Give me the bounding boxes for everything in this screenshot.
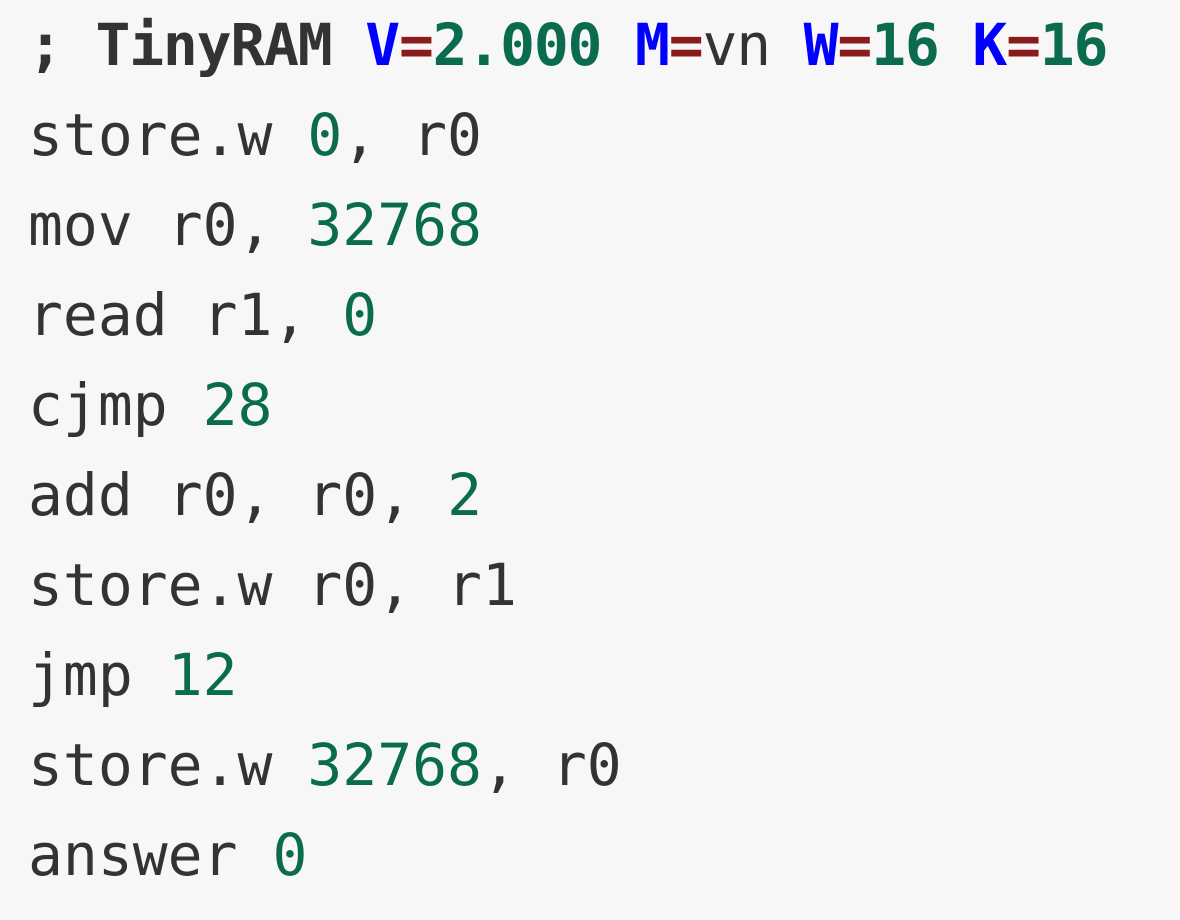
code-line: store.w 32768, r0 [28, 720, 622, 810]
token-mnemonic: add [28, 461, 168, 529]
token-text: vn [702, 11, 771, 79]
token-key: K [972, 11, 1007, 79]
token-comment: ; TinyRAM [28, 11, 366, 79]
token-register: r1 [202, 281, 273, 349]
token-mnemonic: store.w [28, 101, 308, 169]
token-equals: = [398, 11, 434, 79]
token-punct: , [481, 731, 552, 799]
token-key: W [803, 11, 839, 79]
token-register: r0 [307, 461, 378, 529]
token-mnemonic: answer [28, 821, 273, 889]
token-number: 2.000 [432, 11, 603, 79]
code-line: store.w r0, r1 [28, 540, 517, 630]
token-number: 32768 [307, 731, 482, 799]
token-register: r0 [307, 551, 378, 619]
token-punct: , [377, 551, 448, 619]
code-line: answer 0 [28, 810, 307, 900]
token-equals: = [1006, 11, 1041, 79]
token-number: 28 [202, 371, 273, 439]
code-line: cjmp 28 [28, 360, 272, 450]
token-mnemonic: cjmp [28, 371, 203, 439]
token-register: r0 [167, 191, 238, 259]
token-number: 0 [307, 101, 343, 169]
token-mnemonic: jmp [28, 641, 168, 709]
token-register: r1 [447, 551, 517, 619]
token-number: 32768 [307, 191, 482, 259]
token-number: 16 [871, 11, 940, 79]
token-punct: , [377, 461, 448, 529]
token-register: r0 [551, 731, 622, 799]
token-mnemonic: mov [28, 191, 168, 259]
code-line: read r1, 0 [28, 270, 377, 360]
token-text [770, 11, 804, 79]
token-number: 16 [1039, 11, 1109, 79]
token-mnemonic: read [28, 281, 203, 349]
token-punct: , [272, 281, 343, 349]
token-mnemonic: store.w [28, 731, 308, 799]
token-register: r0 [167, 461, 238, 529]
token-number: 0 [342, 281, 378, 349]
token-punct: , [342, 101, 413, 169]
token-key: V [365, 11, 400, 79]
token-equals: = [668, 11, 704, 79]
token-key: M [635, 11, 670, 79]
token-equals: = [837, 11, 872, 79]
code-line: mov r0, 32768 [28, 180, 482, 270]
code-line-header: ; TinyRAM V=2.000 M=vn W=16 K=16 [28, 0, 1109, 90]
token-mnemonic: store.w [28, 551, 308, 619]
token-number: 2 [447, 461, 482, 529]
token-register: r0 [412, 101, 482, 169]
token-text [601, 11, 635, 79]
code-line: store.w 0, r0 [28, 90, 482, 180]
code-line: add r0, r0, 2 [28, 450, 482, 540]
token-punct: , [237, 191, 308, 259]
token-text [939, 11, 973, 79]
token-number: 0 [272, 821, 308, 889]
code-line: jmp 12 [28, 630, 238, 720]
token-punct: , [237, 461, 308, 529]
token-number: 12 [167, 641, 238, 709]
